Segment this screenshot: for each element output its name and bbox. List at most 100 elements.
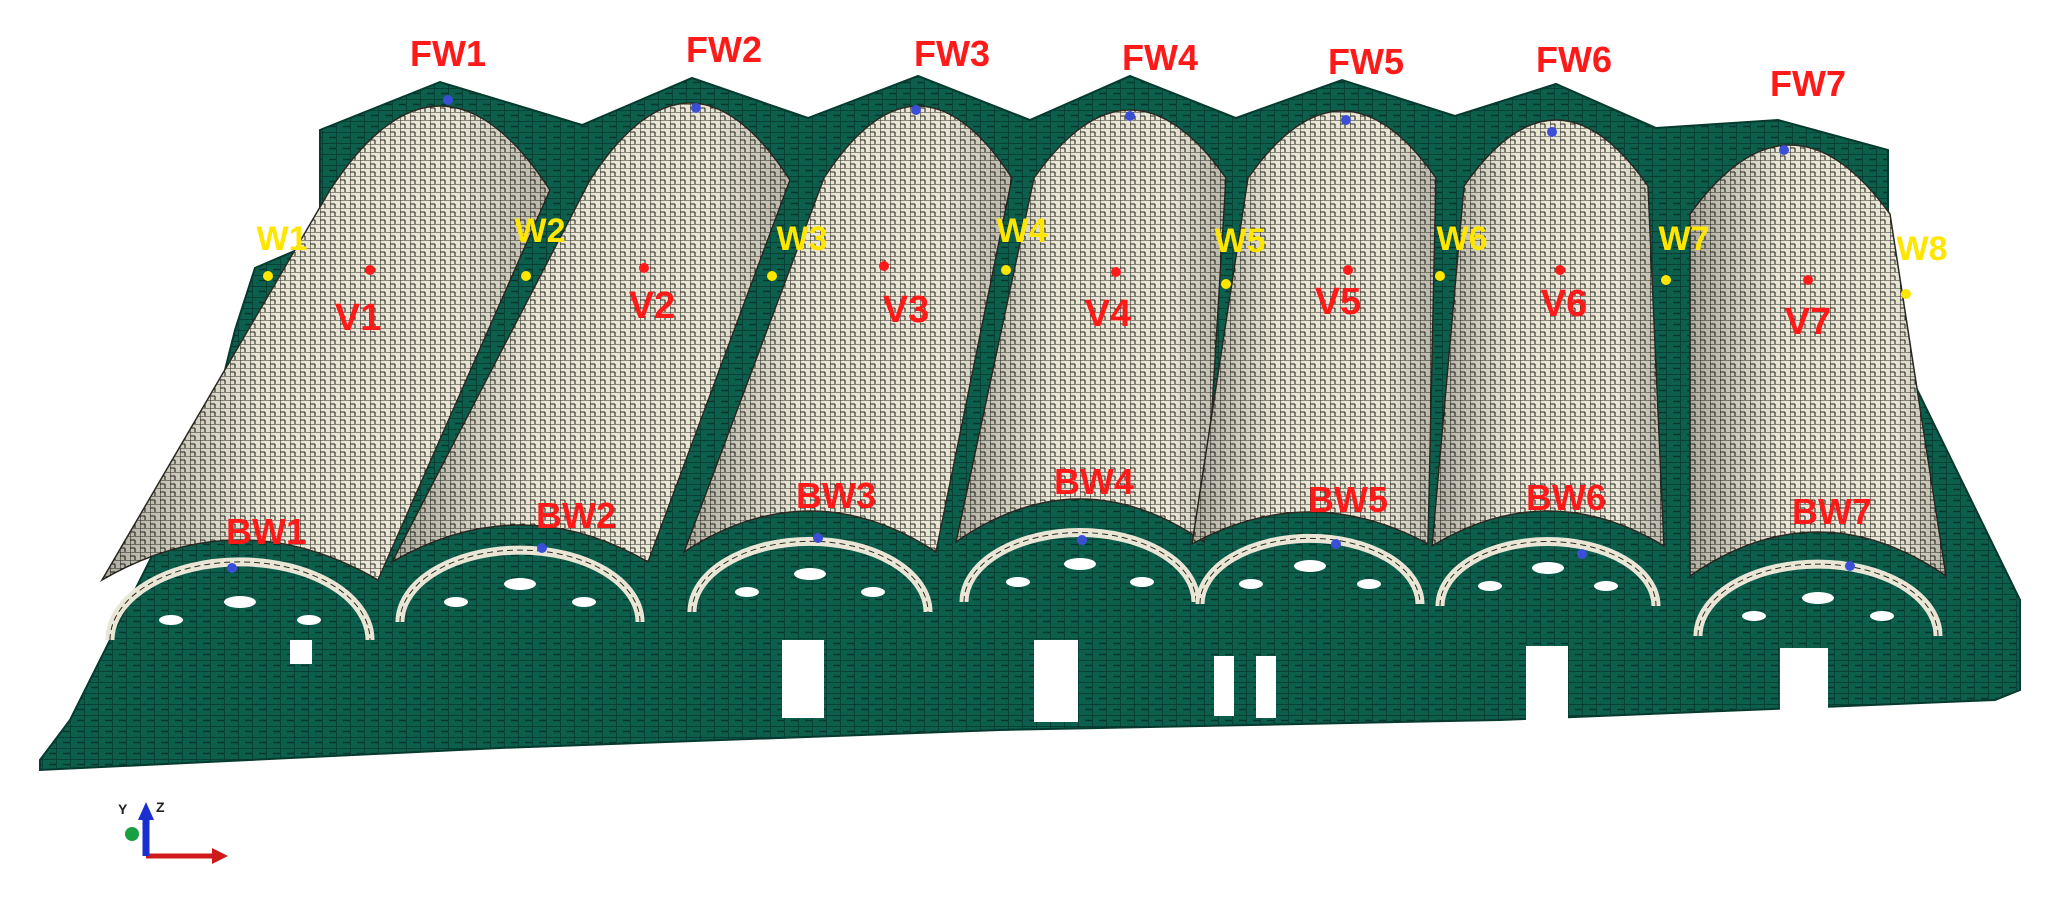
label-fw7: FW7 [1770, 63, 1846, 104]
label-fw1: FW1 [410, 33, 486, 74]
face-hole-right-7 [1870, 611, 1894, 621]
label-w6: W6 [1437, 220, 1488, 258]
door-opening-2 [1034, 640, 1078, 722]
arch-ring-joints-6 [1439, 541, 1657, 607]
blue-marker-14 [1845, 561, 1855, 571]
label-w8: W8 [1897, 230, 1948, 268]
vault-group [99, 102, 1948, 641]
blue-marker-13 [1577, 549, 1587, 559]
face-hole-7 [1802, 592, 1834, 604]
wall-marker-8 [1901, 289, 1911, 299]
label-bw1: BW1 [226, 511, 306, 552]
door-opening-4 [1256, 656, 1276, 718]
face-hole-left-2 [444, 597, 468, 607]
face-hole-left-4 [1006, 577, 1030, 587]
label-bw3: BW3 [796, 475, 876, 516]
label-v1: V1 [335, 297, 381, 339]
vault-shade-3 [684, 106, 1012, 552]
wall-marker-3 [767, 271, 777, 281]
arch-ring-joints-7 [1697, 563, 1939, 637]
arch-ring-joints-3 [691, 540, 929, 613]
label-v6: V6 [1541, 283, 1587, 325]
label-v7: V7 [1785, 301, 1831, 343]
arch-ring-joints-1 [109, 561, 371, 641]
vault-marker-5 [1343, 265, 1353, 275]
blue-marker-7 [1779, 145, 1789, 155]
wall-marker-5 [1221, 279, 1231, 289]
vault-marker-3 [879, 261, 889, 271]
blue-marker-1 [443, 95, 453, 105]
label-fw5: FW5 [1328, 41, 1404, 82]
blue-marker-3 [911, 105, 921, 115]
axis-z-label: Z [156, 799, 165, 815]
vault-marker-4 [1111, 267, 1121, 277]
face-hole-right-2 [572, 597, 596, 607]
face-hole-1 [224, 596, 256, 608]
label-w7: W7 [1659, 220, 1710, 258]
wall-marker-6 [1435, 271, 1445, 281]
vault-marker-7 [1803, 275, 1813, 285]
blue-marker-12 [1331, 539, 1341, 549]
label-w4: W4 [997, 212, 1048, 250]
label-fw3: FW3 [914, 33, 990, 74]
face-hole-4 [1064, 558, 1096, 570]
axis-y-label: Y [118, 801, 128, 817]
face-hole-2 [504, 578, 536, 590]
door-opening-6 [1780, 648, 1828, 730]
label-bw5: BW5 [1308, 479, 1388, 520]
blue-marker-8 [227, 563, 237, 573]
label-v4: V4 [1085, 293, 1131, 335]
face-hole-left-1 [159, 615, 183, 625]
door-opening-5 [1526, 646, 1568, 724]
face-hole-left-7 [1742, 611, 1766, 621]
label-w1: W1 [257, 220, 308, 258]
label-fw4: FW4 [1122, 37, 1198, 78]
face-hole-right-3 [861, 587, 885, 597]
door-opening-7 [290, 640, 312, 664]
label-v3: V3 [883, 289, 929, 331]
label-bw6: BW6 [1526, 477, 1606, 518]
door-opening-1 [782, 640, 824, 718]
label-fw6: FW6 [1536, 39, 1612, 80]
blue-marker-5 [1341, 115, 1351, 125]
face-hole-5 [1294, 560, 1326, 572]
vault-shade-2 [392, 103, 790, 562]
blue-marker-9 [537, 543, 547, 553]
vault-shade-5 [1192, 111, 1436, 544]
label-w5: W5 [1215, 222, 1266, 260]
blue-marker-10 [813, 533, 823, 543]
openings-group [159, 558, 1894, 730]
wall-marker-4 [1001, 265, 1011, 275]
vault-shade-1 [102, 106, 550, 580]
blue-marker-6 [1547, 127, 1557, 137]
label-v2: V2 [629, 285, 675, 327]
face-hole-left-3 [735, 587, 759, 597]
vault-shade-4 [956, 110, 1226, 542]
vault-shade-7 [1690, 145, 1946, 576]
blue-marker-4 [1125, 111, 1135, 121]
face-hole-right-5 [1357, 579, 1381, 589]
axis-y-dot [125, 827, 139, 841]
arch-ring-joints-2 [399, 549, 641, 623]
label-bw7: BW7 [1792, 491, 1872, 532]
label-w3: W3 [777, 220, 828, 258]
label-v5: V5 [1315, 281, 1361, 323]
label-bw2: BW2 [536, 495, 616, 536]
face-hole-left-6 [1478, 581, 1502, 591]
vault-marker-6 [1555, 265, 1565, 275]
axis-triad: Z Y [118, 799, 228, 864]
axis-z-arrow [138, 802, 154, 820]
arch-ring-joints-4 [963, 532, 1197, 603]
vault-marker-1 [365, 265, 375, 275]
label-bw4: BW4 [1054, 461, 1134, 502]
wall-marker-7 [1661, 275, 1671, 285]
marker-group [227, 95, 1911, 573]
axis-x-arrow [212, 848, 228, 864]
wall-marker-2 [521, 271, 531, 281]
arch-ring-joints-5 [1199, 537, 1421, 605]
label-group: FW1 FW2 FW3 FW4 FW5 FW6 FW7 W1 W2 W3 W4 … [226, 29, 1948, 552]
label-fw2: FW2 [686, 29, 762, 70]
face-hole-left-5 [1239, 579, 1263, 589]
face-hole-6 [1532, 562, 1564, 574]
